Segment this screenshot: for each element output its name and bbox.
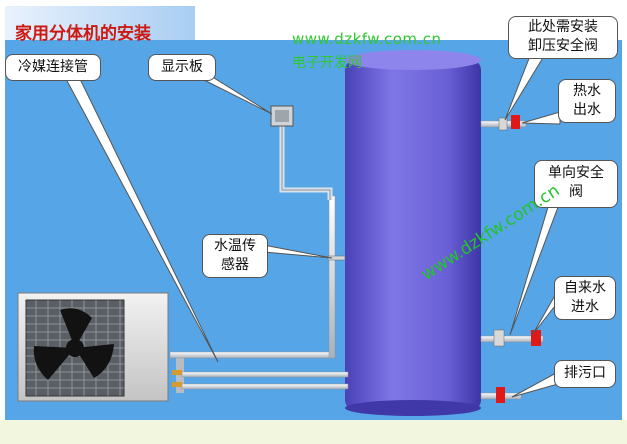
label-check-valve-line1: 单向安全 [548, 165, 604, 181]
title-bar: 家用分体机的安装 [5, 6, 195, 44]
label-relief-valve-line1: 此处需安装 [528, 19, 598, 35]
label-drain: 排污口 [564, 365, 606, 381]
callout-display-board: 显示板 [148, 54, 216, 81]
display-board [270, 105, 333, 200]
label-temp-sensor-line2: 感器 [221, 257, 249, 273]
watermark-url: www.dzkfw.com.cn [292, 30, 442, 48]
label-hot-water-line1: 热水 [573, 83, 601, 99]
callout-temp-sensor: 水温传 感器 [202, 234, 268, 278]
callout-relief-valve: 此处需安装 卸压安全阀 [508, 16, 618, 59]
callout-refrigerant-pipe: 冷媒连接管 [5, 54, 101, 81]
water-tank [345, 50, 481, 416]
hot-water-outlet [480, 115, 527, 131]
label-cold-water-line1: 自来水 [564, 280, 606, 296]
label-refrigerant-pipe: 冷媒连接管 [18, 59, 88, 75]
callout-cold-water-inlet: 自来水 进水 [554, 276, 616, 320]
diagram-title: 家用分体机的安装 [15, 24, 151, 44]
callout-check-valve: 单向安全 阀 [534, 160, 618, 208]
label-cold-water-line2: 进水 [571, 299, 599, 315]
refrigerant-pipes [169, 195, 349, 390]
watermark-site-name: 电子开发网 [292, 55, 362, 71]
drain-outlet [480, 387, 522, 403]
bottom-band [0, 420, 627, 444]
fan-icon [33, 308, 114, 380]
label-relief-valve-line2: 卸压安全阀 [528, 38, 598, 54]
label-temp-sensor-line1: 水温传 [214, 238, 256, 254]
label-display-board: 显示板 [161, 59, 203, 75]
label-check-valve-line2: 阀 [569, 184, 583, 200]
outdoor-unit [17, 292, 184, 402]
label-hot-water-line2: 出水 [573, 102, 601, 118]
callout-drain: 排污口 [554, 360, 616, 388]
callout-hot-water-outlet: 热水 出水 [558, 79, 616, 123]
cold-water-inlet [480, 329, 544, 347]
